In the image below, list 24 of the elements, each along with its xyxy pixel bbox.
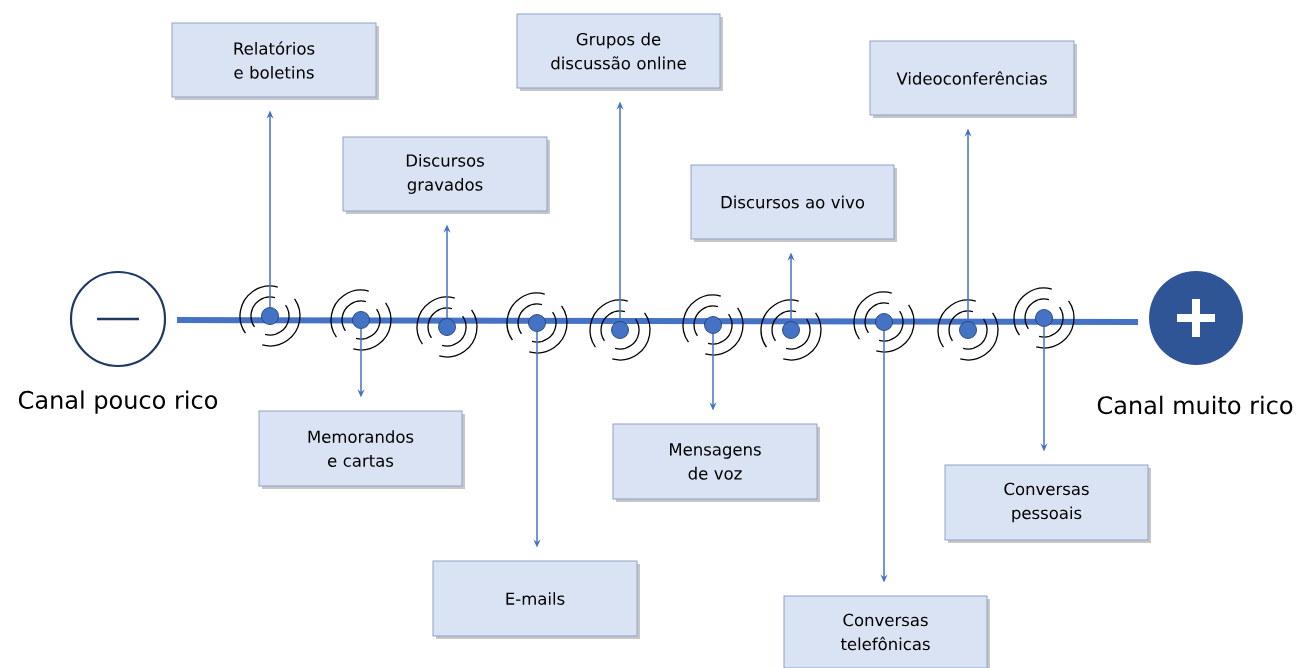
signal-icon (760, 299, 822, 361)
signal-icon (506, 292, 568, 354)
side-label: Canal pouco rico (19, 390, 218, 414)
signal-icon (239, 285, 301, 347)
signal-icon (1013, 287, 1075, 349)
side-label: Canal muito rico (1097, 395, 1293, 415)
plus-icon (1149, 271, 1243, 365)
signal-icon (853, 291, 915, 353)
signal-icon (937, 299, 999, 361)
text-box: Discursos ao vivo (690, 164, 897, 242)
signal-icon (416, 296, 478, 358)
text-box: Memorandos e cartas (258, 410, 465, 489)
text-box: Mensagens de voz (612, 423, 820, 502)
text-box: Discursos gravados (342, 136, 550, 214)
signal-icon (682, 294, 744, 356)
text-box: Relatórios e boletins (171, 22, 379, 100)
text-box: Conversas telefônicas (783, 595, 990, 668)
text-box: Videoconferências (869, 40, 1077, 118)
text-box: Grupos de discussão online (516, 13, 723, 91)
minus-icon (69, 270, 167, 368)
text-box: E-mails (432, 560, 640, 639)
signal-icon (589, 299, 651, 361)
signal-icon (330, 289, 392, 351)
text-box: Conversas pessoais (944, 464, 1151, 543)
